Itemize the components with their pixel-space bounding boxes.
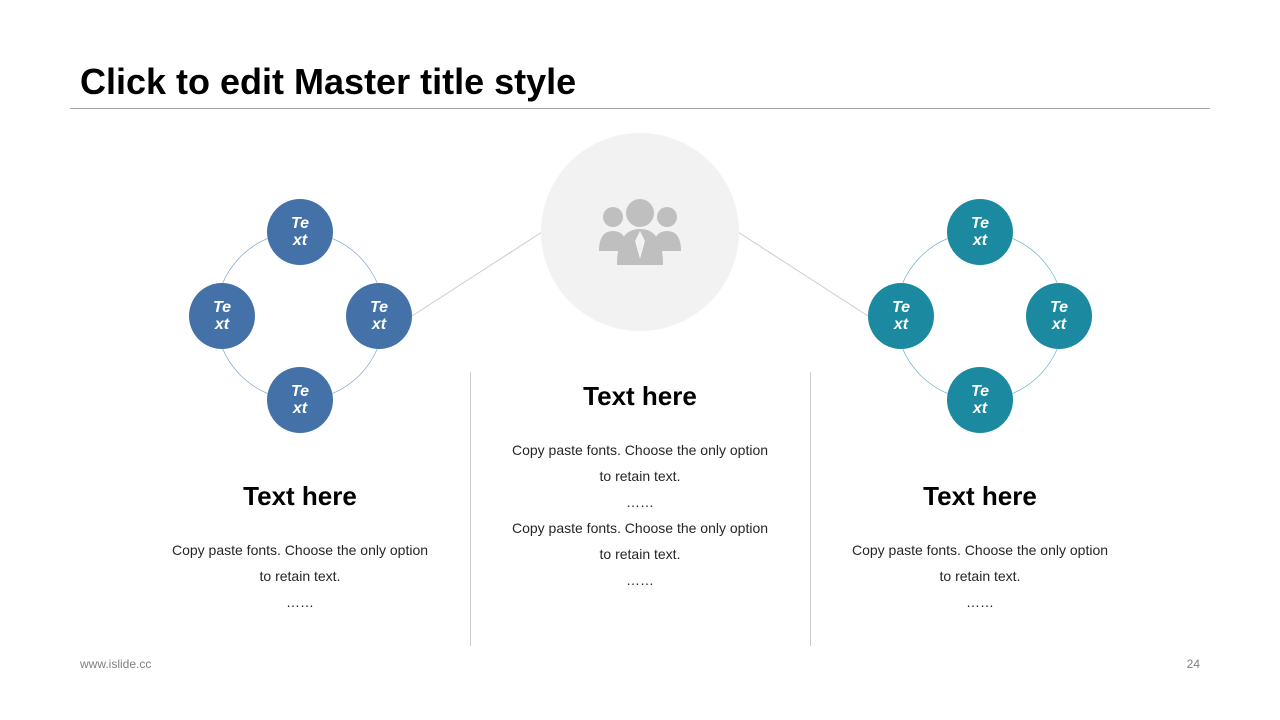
- right-body-line: to retain text.: [939, 568, 1021, 584]
- team-icon: [599, 199, 681, 265]
- left-node-right: Text: [346, 283, 412, 349]
- left-body-line: Copy paste fonts. Choose the only option: [171, 542, 429, 558]
- page-title: Click to edit Master title style: [80, 61, 577, 102]
- center-body-line: Copy paste fonts. Choose the only option: [511, 442, 769, 458]
- right-connector-line: [737, 231, 869, 317]
- right-node-top: Text: [947, 199, 1013, 265]
- center-heading: Text here: [583, 381, 697, 411]
- title-divider: [70, 108, 1210, 109]
- center-body-line: to retain text.: [599, 468, 681, 484]
- left-body: Copy paste fonts. Choose the only option…: [150, 537, 450, 615]
- left-body-line: to retain text.: [259, 568, 341, 584]
- center-body: Copy paste fonts. Choose the only option…: [490, 437, 790, 593]
- footer-website: www.islide.cc: [80, 657, 152, 671]
- right-node-bottom: Text: [947, 367, 1013, 433]
- center-body-line: to retain text.: [599, 546, 681, 562]
- left-body-line: ……: [286, 594, 314, 610]
- column-divider-left: [470, 372, 471, 646]
- left-node-left: Text: [189, 283, 255, 349]
- column-divider-right: [810, 372, 811, 646]
- center-body-line: ……: [626, 494, 654, 510]
- right-heading: Text here: [923, 481, 1037, 511]
- hub-circle: [541, 133, 739, 331]
- right-body: Copy paste fonts. Choose the only option…: [830, 537, 1130, 615]
- right-node-left: Text: [868, 283, 934, 349]
- center-body-line: ……: [626, 572, 654, 588]
- left-node-top: Text: [267, 199, 333, 265]
- right-node-right: Text: [1026, 283, 1092, 349]
- center-body-line: Copy paste fonts. Choose the only option: [511, 520, 769, 536]
- right-body-line: ……: [966, 594, 994, 610]
- left-heading: Text here: [243, 481, 357, 511]
- page-number: 24: [1186, 657, 1200, 671]
- right-body-line: Copy paste fonts. Choose the only option: [851, 542, 1109, 558]
- left-node-bottom: Text: [267, 367, 333, 433]
- left-connector-line: [411, 231, 543, 317]
